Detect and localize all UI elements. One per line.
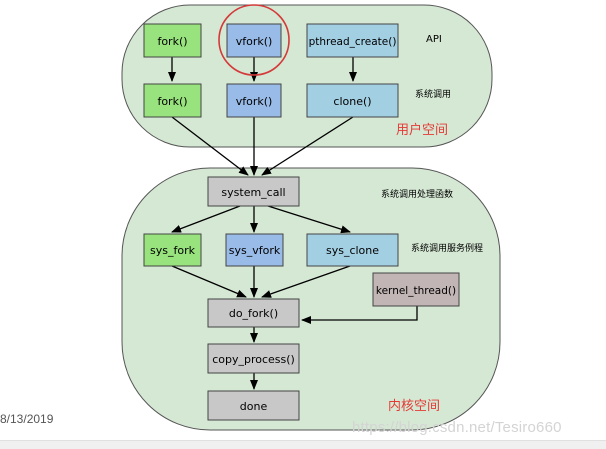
handler-side-label: 系统调用处理函数 [381,188,453,200]
kernel-space-label: 内核空间 [388,398,440,414]
node-kernel-thread-label: kernel_thread() [376,285,456,297]
node-vfork-sys-label: vfork() [236,95,273,108]
node-sys-vfork: sys_vfork [225,233,284,267]
api-side-label: API [426,34,442,45]
service-side-label: 系统调用服务例程 [411,242,483,254]
arrow-sys-clone-to-do-fork [261,265,351,298]
user-space-label: 用户空间 [396,122,448,138]
node-fork-api: fork() [143,23,202,58]
arrow-sys-fork-to-do-fork [171,265,247,298]
csdn-watermark: https://blog.csdn.net/Tesiro660 [352,419,562,436]
arrow-kernel-thread-to-do-fork [301,306,418,324]
vfork-highlight-circle [218,4,290,76]
bottom-scrollbar[interactable] [0,440,606,449]
node-sys-fork-label: sys_fork [150,244,196,257]
node-vfork-api-label: vfork() [236,35,273,48]
slide-date: 8/13/2019 [0,412,54,426]
node-do-fork: do_fork() [207,298,300,328]
node-sys-clone-label: sys_clone [326,244,379,257]
node-system-call-label: system_call [221,186,285,199]
node-pthread-create: pthread_create() [306,23,399,58]
connectors [168,57,418,390]
node-fork-sys: fork() [143,83,202,118]
node-fork-api-label: fork() [157,35,187,48]
node-sys-clone: sys_clone [306,233,399,267]
diagram-canvas: 用户空间 内核空间 API 系统调用 系统调用处理函数 系统调用服务例程 for… [121,4,501,431]
arrow-fork-to-system-call [171,116,249,176]
node-vfork-api: vfork() [226,23,282,58]
node-sys-fork: sys_fork [143,233,202,267]
node-clone-sys-label: clone() [333,95,371,108]
arrow-clone-to-system-call [261,116,354,176]
node-fork-sys-label: fork() [157,95,187,108]
node-kernel-thread: kernel_thread() [372,272,460,307]
node-sys-vfork-label: sys_vfork [229,244,281,257]
node-copy-process-label: copy_process() [212,353,295,366]
node-clone-sys: clone() [306,83,399,118]
node-system-call: system_call [207,176,300,207]
node-done-label: done [240,400,268,413]
node-vfork-sys: vfork() [226,83,282,118]
arrow-system-call-to-sys-fork [171,205,241,233]
node-pthread-create-label: pthread_create() [309,36,397,48]
node-do-fork-label: do_fork() [229,307,278,320]
node-done: done [207,390,300,421]
node-copy-process: copy_process() [207,343,300,374]
syscall-side-label: 系统调用 [415,88,451,100]
arrow-system-call-to-sys-clone [267,205,351,234]
